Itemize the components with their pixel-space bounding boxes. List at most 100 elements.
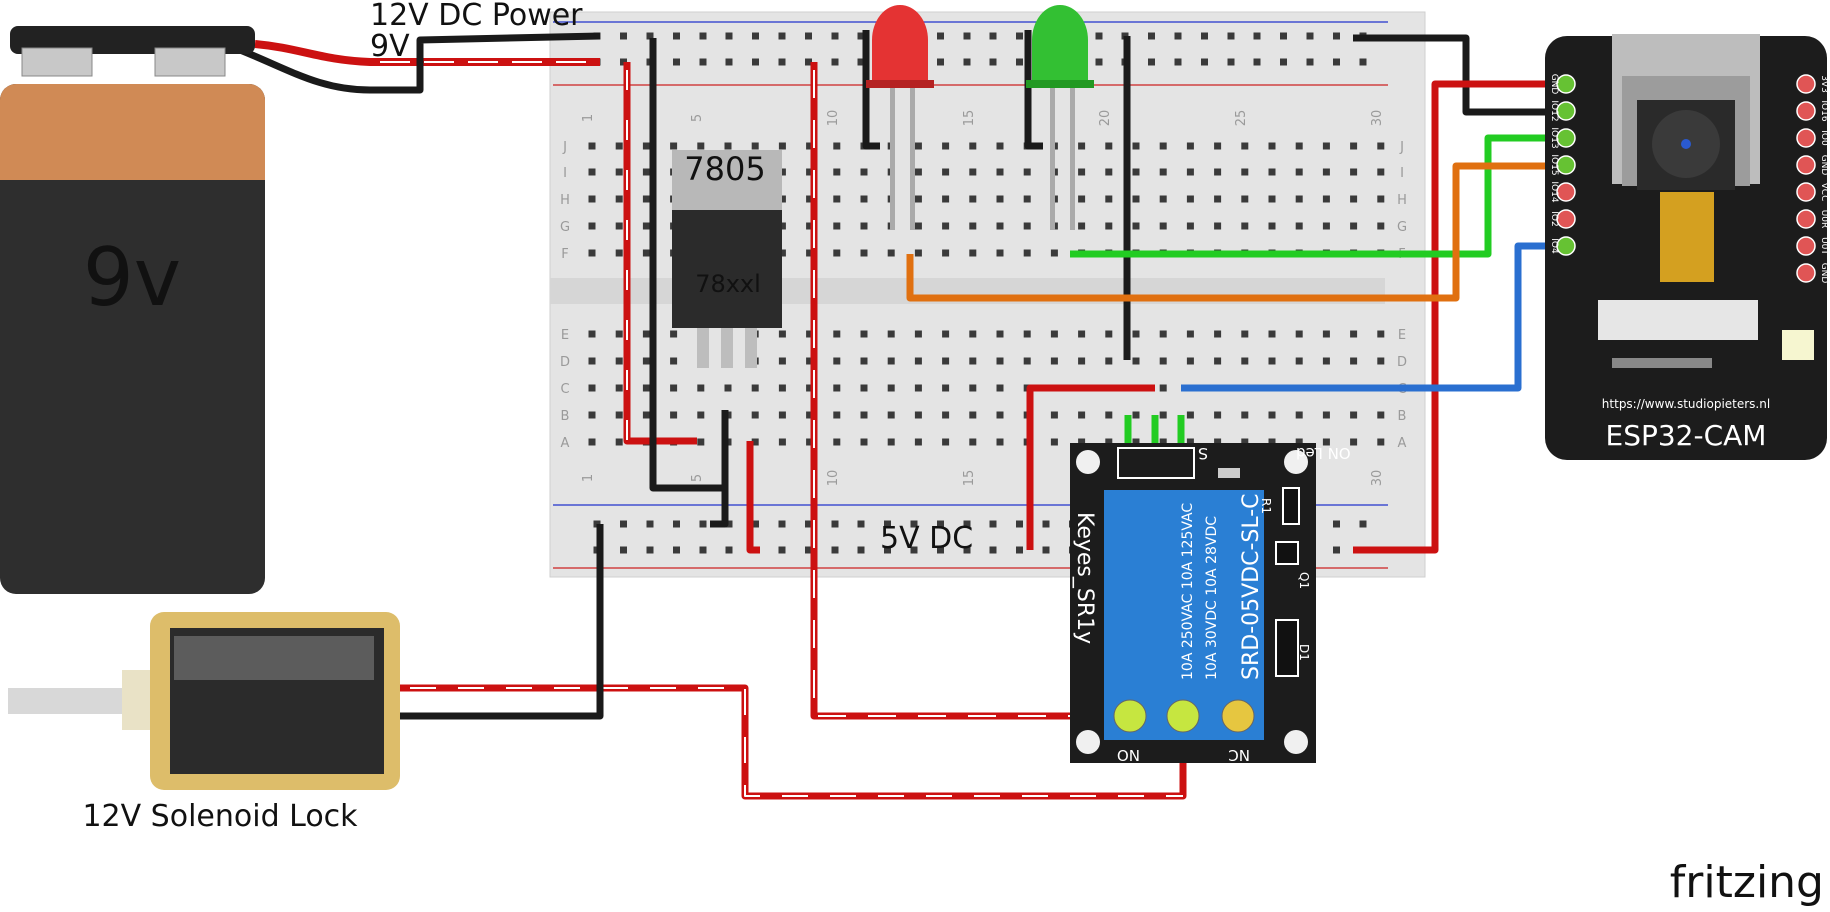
breadboard-column-number: 25 — [1234, 110, 1249, 127]
breadboard-hole — [1148, 58, 1155, 66]
breadboard-hole — [1132, 195, 1140, 203]
breadboard-hole — [1350, 195, 1358, 203]
breadboard-hole — [1359, 520, 1367, 528]
breadboard-hole — [942, 411, 950, 419]
breadboard-hole — [1241, 438, 1249, 446]
relay-module: Keyes_SR1y SRD-05VDC-SL-C 10A 250VAC 10A… — [1070, 443, 1351, 764]
esp32-pin-label: IO13 — [1549, 127, 1559, 148]
breadboard-hole — [969, 330, 977, 338]
breadboard-hole — [1306, 58, 1314, 66]
breadboard-hole — [1280, 58, 1287, 66]
breadboard-hole — [697, 438, 705, 446]
breadboard-hole — [1050, 249, 1058, 257]
breadboard-hole — [1201, 32, 1208, 40]
breadboard-hole — [1023, 330, 1031, 338]
breadboard-hole — [1268, 142, 1276, 150]
breadboard-hole — [996, 222, 1004, 230]
breadboard-hole — [1322, 195, 1330, 203]
breadboard-hole — [996, 411, 1004, 419]
breadboard-hole — [699, 546, 707, 554]
breadboard-hole — [1042, 520, 1050, 528]
relay-rating-2: 10A 30VDC 10A 28VDC — [1204, 516, 1220, 680]
relay-name: Keyes_SR1y — [1072, 512, 1097, 644]
breadboard-hole — [1214, 142, 1222, 150]
breadboard-hole — [1105, 330, 1113, 338]
breadboard-hole — [942, 142, 950, 150]
breadboard-hole — [969, 195, 977, 203]
breadboard-row-letter: D — [1397, 355, 1407, 370]
breadboard-hole — [996, 168, 1004, 176]
breadboard-hole — [642, 411, 650, 419]
breadboard-hole — [937, 32, 944, 40]
breadboard-hole — [1322, 411, 1330, 419]
breadboard-hole — [1201, 58, 1208, 66]
breadboard-hole — [588, 142, 596, 150]
breadboard-column-number: 5 — [690, 474, 705, 482]
breadboard-hole — [1377, 142, 1385, 150]
led-red — [866, 5, 934, 230]
breadboard-hole — [615, 168, 623, 176]
breadboard-column-number: 30 — [1370, 110, 1385, 127]
breadboard-column-number: 5 — [690, 114, 705, 122]
esp32-pin-label: U0T — [1819, 237, 1829, 255]
breadboard-hole — [1377, 411, 1385, 419]
breadboard-hole — [887, 411, 895, 419]
breadboard-hole — [1105, 411, 1113, 419]
breadboard-hole — [806, 249, 814, 257]
relay-pin-s: S — [1198, 444, 1208, 463]
breadboard-hole — [806, 195, 814, 203]
breadboard-hole — [1023, 222, 1031, 230]
breadboard-hole — [1042, 546, 1050, 554]
breadboard-row-letter: G — [560, 220, 570, 235]
breadboard-hole — [969, 222, 977, 230]
breadboard-hole — [1322, 357, 1330, 365]
esp32-url: https://www.studiopieters.nl — [1602, 397, 1770, 411]
breadboard-hole — [1095, 32, 1103, 40]
breadboard-hole — [778, 438, 786, 446]
breadboard-hole — [806, 142, 814, 150]
breadboard-hole — [963, 546, 971, 554]
solenoid-lock — [8, 612, 400, 790]
esp32-pin-pad — [1796, 128, 1816, 148]
breadboard-hole — [1241, 330, 1249, 338]
breadboard-hole — [860, 357, 868, 365]
breadboard-hole — [1105, 438, 1113, 446]
breadboard-hole — [1377, 438, 1385, 446]
breadboard-hole — [1078, 168, 1086, 176]
esp32-pin-pad — [1796, 263, 1816, 283]
breadboard-row-letter: I — [563, 166, 567, 181]
breadboard-hole — [1377, 357, 1385, 365]
breadboard-hole — [1295, 357, 1303, 365]
breadboard-hole — [615, 249, 623, 257]
breadboard-hole — [833, 195, 841, 203]
breadboard-hole — [1186, 330, 1194, 338]
breadboard-column-number: 30 — [1370, 470, 1385, 487]
esp32-pin-label: IO2 — [1549, 211, 1559, 226]
breadboard-hole — [1214, 195, 1222, 203]
esp32-pin-pad — [1556, 74, 1576, 94]
breadboard-hole — [1023, 195, 1031, 203]
breadboard-hole — [1050, 330, 1058, 338]
breadboard-column-number: 10 — [826, 470, 841, 487]
esp32-pin-pad — [1556, 209, 1576, 229]
breadboard-row-letter: C — [560, 382, 569, 397]
breadboard-row-letter: B — [1398, 409, 1407, 424]
breadboard-hole — [1322, 438, 1330, 446]
breadboard-hole — [1280, 32, 1287, 40]
breadboard-hole — [887, 357, 895, 365]
breadboard-hole — [1295, 195, 1303, 203]
breadboard-hole — [1105, 357, 1113, 365]
breadboard-column-number: 1 — [581, 114, 596, 122]
breadboard-hole — [860, 384, 868, 392]
breadboard-hole — [1333, 58, 1340, 66]
breadboard-hole — [699, 32, 707, 40]
breadboard-hole — [1023, 168, 1031, 176]
breadboard-hole — [910, 546, 918, 554]
breadboard-hole — [697, 411, 705, 419]
breadboard-hole — [833, 249, 841, 257]
breadboard-hole — [1268, 168, 1276, 176]
breadboard-hole — [1350, 168, 1358, 176]
breadboard-hole — [1333, 32, 1340, 40]
breadboard-hole — [1214, 330, 1222, 338]
breadboard-hole — [1105, 222, 1113, 230]
